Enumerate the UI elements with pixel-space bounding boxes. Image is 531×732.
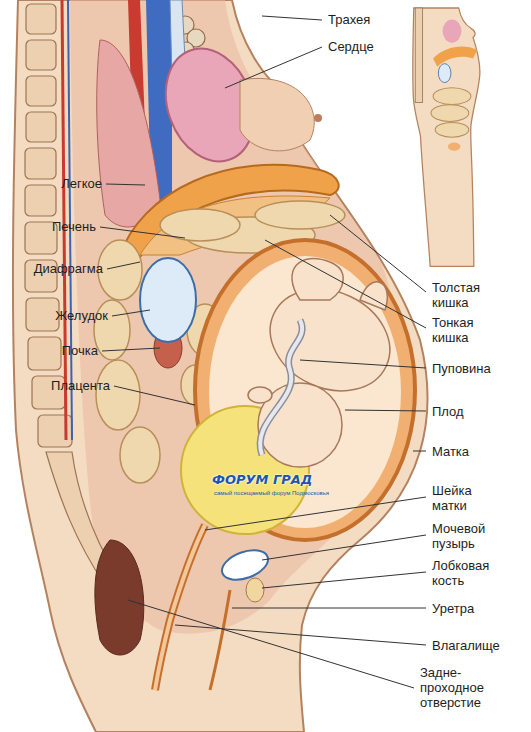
part-label: Желудок — [55, 308, 108, 323]
part-label: Мочевой пузырь — [432, 521, 512, 551]
watermark-text: ФОРУМ ГРАД — [212, 472, 312, 487]
part-label: Плод — [432, 404, 464, 419]
part-label: Диафрагма — [34, 261, 103, 276]
part-label: Печень — [52, 219, 96, 234]
part-label: Лобковая кость — [432, 558, 512, 588]
part-label: Уретра — [432, 601, 474, 616]
part-label: Пуповина — [432, 361, 491, 376]
part-label: Плацента — [51, 378, 110, 393]
part-label: Влагалище — [432, 638, 500, 653]
part-label: Сердце — [328, 39, 374, 54]
part-label: Почка — [62, 343, 98, 358]
part-label: Матка — [432, 444, 469, 459]
watermark-text: самый посещаемый форум Подмосковья — [214, 490, 329, 496]
part-label: Шейка матки — [432, 483, 504, 513]
part-label: Трахея — [328, 12, 370, 27]
part-label: Тонкая кишка — [432, 315, 507, 345]
part-label: Толстая кишка — [432, 280, 507, 310]
part-label: Задне- проходное отверстие — [420, 665, 512, 710]
part-label: Легкое — [61, 176, 102, 191]
